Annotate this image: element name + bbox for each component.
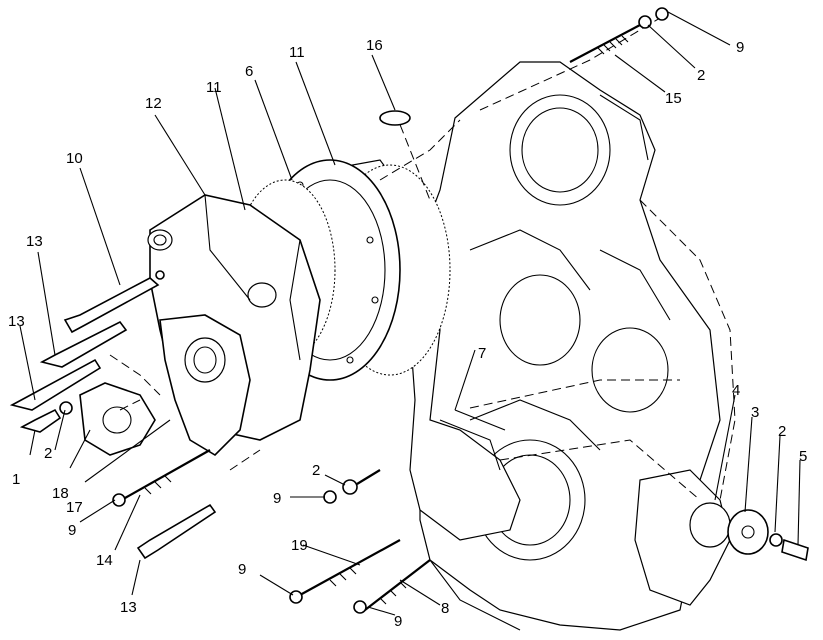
callout-9: 9 [68, 522, 76, 539]
callout-19: 19 [291, 537, 308, 554]
callout-11: 11 [206, 79, 222, 96]
callout-9: 9 [238, 561, 246, 578]
callout-2: 2 [44, 445, 52, 462]
bolt-5 [781, 538, 809, 562]
callout-12: 12 [145, 95, 162, 112]
cover-3 [727, 509, 769, 555]
washer-2 [769, 533, 783, 547]
callout-9: 9 [273, 490, 281, 507]
callout-labels: 9 2 15 16 11 6 11 12 10 13 13 1 2 18 17 … [8, 37, 807, 630]
callout-9: 9 [736, 39, 744, 56]
callout-2: 2 [697, 67, 705, 84]
pump-flange [159, 314, 251, 457]
leader-lines [19, 11, 801, 616]
callout-4: 4 [732, 382, 740, 399]
callout-13: 13 [26, 233, 43, 250]
callout-17: 17 [66, 499, 83, 516]
callout-6: 6 [245, 63, 253, 80]
callout-5: 5 [799, 448, 807, 465]
callout-7: 7 [478, 345, 486, 362]
right-flange [634, 469, 809, 606]
callout-16: 16 [366, 37, 383, 54]
callout-8: 8 [441, 600, 449, 617]
small-cover [79, 382, 156, 456]
callout-15: 15 [665, 90, 682, 107]
callout-2: 2 [778, 423, 786, 440]
callout-3: 3 [751, 404, 759, 421]
callout-10: 10 [66, 150, 83, 167]
gasket-4 [689, 502, 731, 548]
callout-13: 13 [120, 599, 137, 616]
callout-11: 11 [289, 44, 305, 61]
callout-14: 14 [96, 552, 113, 569]
o-ring [379, 110, 411, 126]
callout-2: 2 [312, 462, 320, 479]
callout-9: 9 [394, 613, 402, 630]
callout-13: 13 [8, 313, 25, 330]
callout-1: 1 [12, 471, 20, 488]
nut-top [655, 7, 669, 21]
callout-18: 18 [52, 485, 69, 502]
